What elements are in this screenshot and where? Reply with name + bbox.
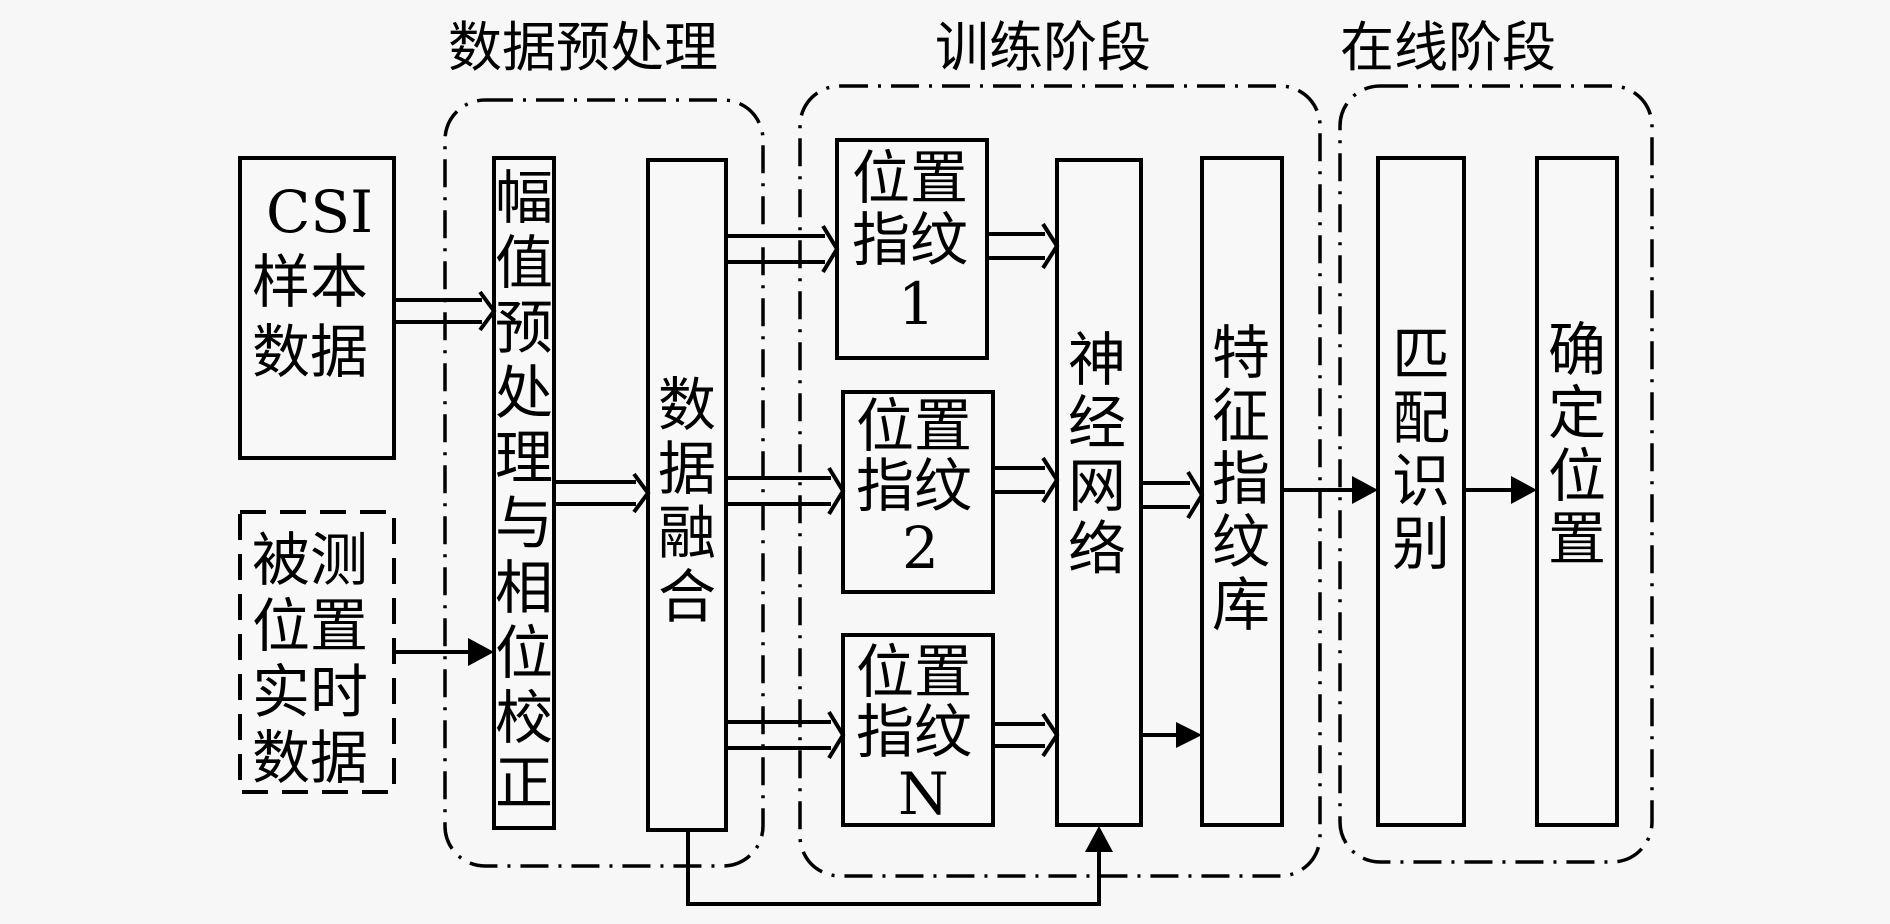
label-char: 值 — [495, 229, 553, 297]
label-fp2-line: 2 — [902, 514, 939, 582]
label-char: 络 — [1068, 515, 1126, 583]
box-neural-network — [1055, 158, 1143, 827]
label-realtime-line: 实时 — [252, 658, 368, 726]
box-determine-location — [1535, 156, 1619, 827]
label-fpn: 位置 指纹 N — [856, 638, 972, 828]
label-char: 正 — [495, 749, 553, 817]
label-fp2-line: 指纹 — [856, 452, 972, 520]
label-char: 校 — [495, 684, 553, 752]
stage-title-preprocess: 数据预处理 — [448, 16, 718, 79]
label-csi: CSI 样本 数据 — [252, 178, 373, 386]
label-char: 相 — [495, 554, 553, 622]
label-char: 数 — [658, 371, 716, 439]
label-char: 库 — [1212, 571, 1270, 639]
label-char: 别 — [1392, 510, 1450, 578]
label-realtime-line: 位置 — [252, 592, 368, 660]
label-csi-line: 样本 — [252, 248, 368, 316]
label-fp1-line: 位置 — [852, 144, 968, 212]
label-char: 网 — [1068, 452, 1126, 520]
label-char: 定 — [1548, 379, 1606, 447]
label-fp1: 位置 指纹 1 — [852, 144, 968, 338]
label-char: 合 — [658, 563, 716, 631]
label-realtime-line: 被测 — [252, 526, 368, 594]
label-realtime: 被测 位置 实时 数据 — [252, 526, 368, 792]
arrow-amp-to-fusion — [554, 472, 651, 514]
label-char: 匹 — [1392, 321, 1450, 389]
label-char: 处 — [495, 359, 553, 427]
label-char: 幅 — [495, 164, 553, 232]
label-char: 指 — [1212, 445, 1270, 513]
label-char: 位 — [495, 619, 553, 687]
label-char: 识 — [1392, 447, 1450, 515]
stage-group-training — [798, 84, 1322, 878]
arrow-fusion-to-fpn — [726, 710, 846, 760]
arrow-nn-to-db-lower — [1141, 722, 1202, 748]
box-feature-db — [1200, 156, 1284, 827]
box-amplitude-phase — [492, 156, 556, 830]
label-char: 纹 — [1212, 508, 1270, 576]
label-realtime-line: 数据 — [252, 724, 368, 792]
label-fp1-line: 指纹 — [852, 206, 968, 274]
stage-title-online: 在线阶段 — [1340, 16, 1556, 79]
label-fpn-line: 位置 — [856, 638, 972, 706]
arrow-fpn-to-nn — [993, 712, 1060, 758]
arrow-fp2-to-nn — [993, 456, 1060, 504]
label-char: 置 — [1548, 505, 1606, 573]
arrow-match-to-locate — [1464, 476, 1537, 504]
arrow-fusion-to-fp1 — [724, 224, 840, 274]
label-char: 与 — [495, 489, 553, 557]
label-char: 神 — [1068, 326, 1126, 394]
label-char: 确 — [1548, 316, 1606, 384]
box-csi-sample-data — [238, 156, 396, 460]
label-fp2: 位置 指纹 2 — [856, 392, 972, 582]
arrow-fusion-feedback-to-nn — [686, 826, 1113, 906]
arrow-realtime-to-amp — [394, 638, 494, 666]
arrow-nn-to-db — [1141, 470, 1205, 520]
stage-group-online — [1338, 84, 1654, 864]
label-char: 特 — [1212, 319, 1270, 387]
stage-title-training: 训练阶段 — [935, 16, 1151, 79]
box-fingerprint-n — [841, 633, 995, 827]
label-char: 融 — [658, 499, 716, 567]
label-char: 理 — [495, 424, 553, 492]
stage-group-preprocess — [443, 98, 765, 868]
label-csi-line: 数据 — [252, 318, 368, 386]
label-fp1-line: 1 — [898, 270, 935, 338]
box-match-recognition — [1376, 156, 1466, 827]
label-char: 经 — [1068, 389, 1126, 457]
arrow-fp1-to-nn — [987, 222, 1060, 270]
arrow-db-to-match — [1282, 476, 1378, 504]
arrow-csi-to-amp — [394, 290, 497, 332]
label-char: 据 — [658, 435, 716, 503]
label-fpn-line: N — [898, 760, 949, 828]
label-fp2-line: 位置 — [856, 392, 972, 460]
label-csi-line: CSI — [266, 178, 373, 246]
label-char: 征 — [1212, 382, 1270, 450]
label-char: 预 — [495, 294, 553, 362]
arrow-fusion-to-fp2 — [726, 466, 846, 516]
label-char: 位 — [1548, 442, 1606, 510]
label-fpn-line: 指纹 — [856, 698, 972, 766]
label-char: 配 — [1392, 384, 1450, 452]
